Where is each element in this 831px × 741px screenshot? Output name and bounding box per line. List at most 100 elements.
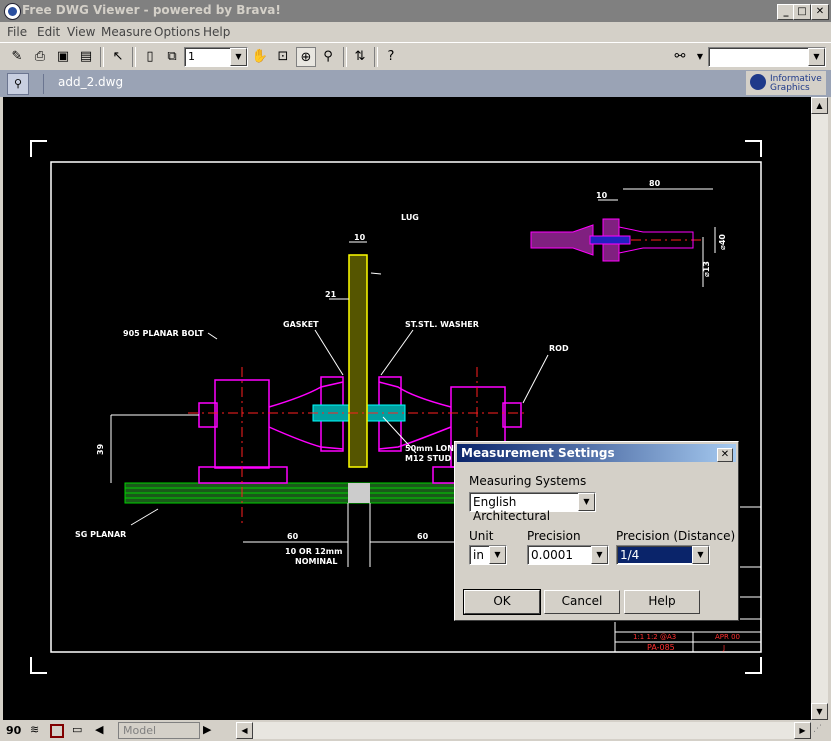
- compare-icon[interactable]: ⇅: [354, 49, 366, 64]
- page-number-value: 1: [188, 50, 195, 63]
- menu-edit[interactable]: Edit: [37, 25, 61, 39]
- toolbar-separator: [132, 47, 136, 67]
- chevron-down-icon[interactable]: ▼: [578, 493, 595, 511]
- dialog-close-button[interactable]: ✕: [717, 448, 733, 462]
- dim-dia-40: ⌀40: [718, 234, 727, 250]
- rotation-value: 90: [6, 724, 22, 737]
- menu-measure[interactable]: Measure: [101, 25, 152, 39]
- measurement-settings-dialog: Measurement Settings ✕ Measuring Systems…: [454, 441, 739, 621]
- menu-options[interactable]: Options: [154, 25, 201, 39]
- model-tab[interactable]: Model: [118, 722, 200, 739]
- document-tab-bar: ⚲ add_2.dwg Informative Graphics: [0, 70, 831, 97]
- chevron-down-icon[interactable]: ▼: [591, 546, 608, 564]
- help-button[interactable]: Help: [624, 590, 700, 614]
- dim-60-left: 60: [287, 532, 299, 541]
- search-combo[interactable]: ▼: [708, 47, 826, 67]
- precision-label: Precision: [527, 529, 581, 543]
- drawing-canvas[interactable]: LUG 905 PLANAR BOLT GASKET ST.STL. WASHE…: [3, 97, 811, 720]
- scroll-down-icon[interactable]: ▼: [811, 703, 828, 720]
- menu-file[interactable]: File: [7, 25, 28, 39]
- unit-label: Unit: [469, 529, 494, 543]
- informative-graphics-logo: Informative Graphics: [746, 71, 826, 95]
- scroll-up-icon[interactable]: ▲: [811, 97, 828, 114]
- monitor-icon[interactable]: ▭: [72, 723, 83, 736]
- close-button[interactable]: ✕: [811, 4, 829, 20]
- cad-drawing: LUG 905 PLANAR BOLT GASKET ST.STL. WASHE…: [30, 140, 762, 674]
- pan-hand-icon[interactable]: ✋: [251, 49, 269, 64]
- app-icon[interactable]: [4, 3, 21, 20]
- page-icon[interactable]: ▯: [146, 49, 154, 64]
- menu-view[interactable]: View: [67, 25, 96, 39]
- logo-line1: Informative: [770, 74, 822, 84]
- measuring-system-select[interactable]: English Architectural ▼: [469, 492, 596, 523]
- save-icon[interactable]: ▣: [56, 49, 70, 64]
- precision-select[interactable]: 0.0001 ▼: [527, 545, 609, 565]
- chevron-down-icon[interactable]: ▼: [696, 52, 704, 61]
- toolbar-separator: [374, 47, 378, 67]
- precision-distance-select[interactable]: 1/4 ▼: [616, 545, 710, 565]
- chevron-down-icon[interactable]: ▼: [489, 546, 506, 564]
- resize-grip-icon[interactable]: ⋰: [813, 724, 822, 734]
- model-tab-label: Model: [123, 724, 157, 737]
- zoom-fit-icon[interactable]: ⊕: [296, 47, 316, 67]
- maximize-button[interactable]: □: [793, 4, 811, 20]
- search-tool-icon[interactable]: ⚯: [674, 49, 686, 64]
- label-stud-length: 50mm LONG: [405, 444, 460, 453]
- page-setup-icon[interactable]: ▤: [79, 49, 93, 64]
- precision-value: 0.0001: [531, 548, 573, 562]
- pages-icon[interactable]: ⧉: [167, 49, 177, 64]
- chevron-down-icon[interactable]: ▼: [808, 48, 825, 66]
- status-bar: 90 ≋ ▭ ◀ Model ▶: [0, 720, 831, 741]
- dim-10-side: 10: [596, 191, 608, 200]
- next-tab-icon[interactable]: ▶: [203, 723, 212, 736]
- unit-value: in: [473, 548, 484, 562]
- zoom-icon[interactable]: ⚲: [323, 49, 333, 64]
- dialog-title-bar: Measurement Settings ✕: [457, 444, 736, 462]
- menu-bar: File Edit View Measure Options Help: [0, 22, 831, 42]
- dim-21: 21: [325, 290, 337, 299]
- dialog-title: Measurement Settings: [461, 446, 615, 460]
- dim-dia-13: ⌀13: [702, 261, 711, 277]
- label-lug: LUG: [401, 213, 419, 222]
- sg-planar: [124, 482, 464, 504]
- scroll-left-icon[interactable]: ◀: [236, 722, 253, 739]
- tab-divider: [43, 74, 44, 94]
- zoom-window-icon[interactable]: ⊡: [277, 49, 289, 64]
- help-icon[interactable]: ?: [387, 49, 395, 64]
- dim-60-right: 60: [417, 532, 429, 541]
- title-block-rev: J: [722, 644, 725, 652]
- layers-icon[interactable]: ≋: [30, 723, 40, 736]
- label-nominal-size: 10 OR 12mm: [285, 547, 342, 556]
- prev-tab-icon[interactable]: ◀: [95, 723, 104, 736]
- precision-distance-value: 1/4: [618, 547, 692, 563]
- page-number-combo[interactable]: 1 ▼: [184, 47, 248, 67]
- precision-distance-label: Precision (Distance): [616, 529, 736, 543]
- horizontal-scrollbar[interactable]: ◀ ▶: [236, 722, 811, 739]
- vertical-scrollbar[interactable]: ▲ ▼: [811, 97, 828, 720]
- document-tab[interactable]: add_2.dwg: [58, 75, 124, 89]
- lug: [348, 254, 368, 468]
- cancel-button[interactable]: Cancel: [544, 590, 620, 614]
- title-bar: Free DWG Viewer - powered by Brava! _ □ …: [0, 0, 831, 22]
- label-stud-type: M12 STUD: [405, 454, 452, 463]
- label-bolt: 905 PLANAR BOLT: [123, 329, 204, 338]
- menu-help[interactable]: Help: [203, 25, 231, 39]
- select-arrow-icon[interactable]: ↖: [112, 49, 124, 64]
- chevron-down-icon[interactable]: ▼: [692, 546, 709, 564]
- label-sg-planar: SG PLANAR: [75, 530, 126, 539]
- dim-80: 80: [649, 179, 661, 188]
- chevron-down-icon[interactable]: ▼: [230, 48, 247, 66]
- toolbar-separator: [343, 47, 347, 67]
- scroll-right-icon[interactable]: ▶: [794, 722, 811, 739]
- label-gasket: GASKET: [283, 320, 319, 329]
- dimension-lines: [110, 188, 716, 567]
- edit-icon[interactable]: ✎: [11, 49, 23, 64]
- ok-button[interactable]: OK: [463, 589, 541, 615]
- print-icon[interactable]: ⎙: [34, 49, 46, 64]
- toolbar: ✎ ⎙ ▣ ▤ ↖ ▯ ⧉ 1 ▼ ✋ ⊡ ⊕ ⚲ ⇅ ? ⚯ ▼ ▼: [0, 42, 831, 72]
- unit-select[interactable]: in ▼: [469, 545, 507, 565]
- stop-icon[interactable]: [50, 724, 64, 738]
- title-block-date: APR 00: [715, 633, 740, 641]
- toolbar-separator: [100, 47, 104, 67]
- magnifier-icon[interactable]: ⚲: [7, 73, 29, 95]
